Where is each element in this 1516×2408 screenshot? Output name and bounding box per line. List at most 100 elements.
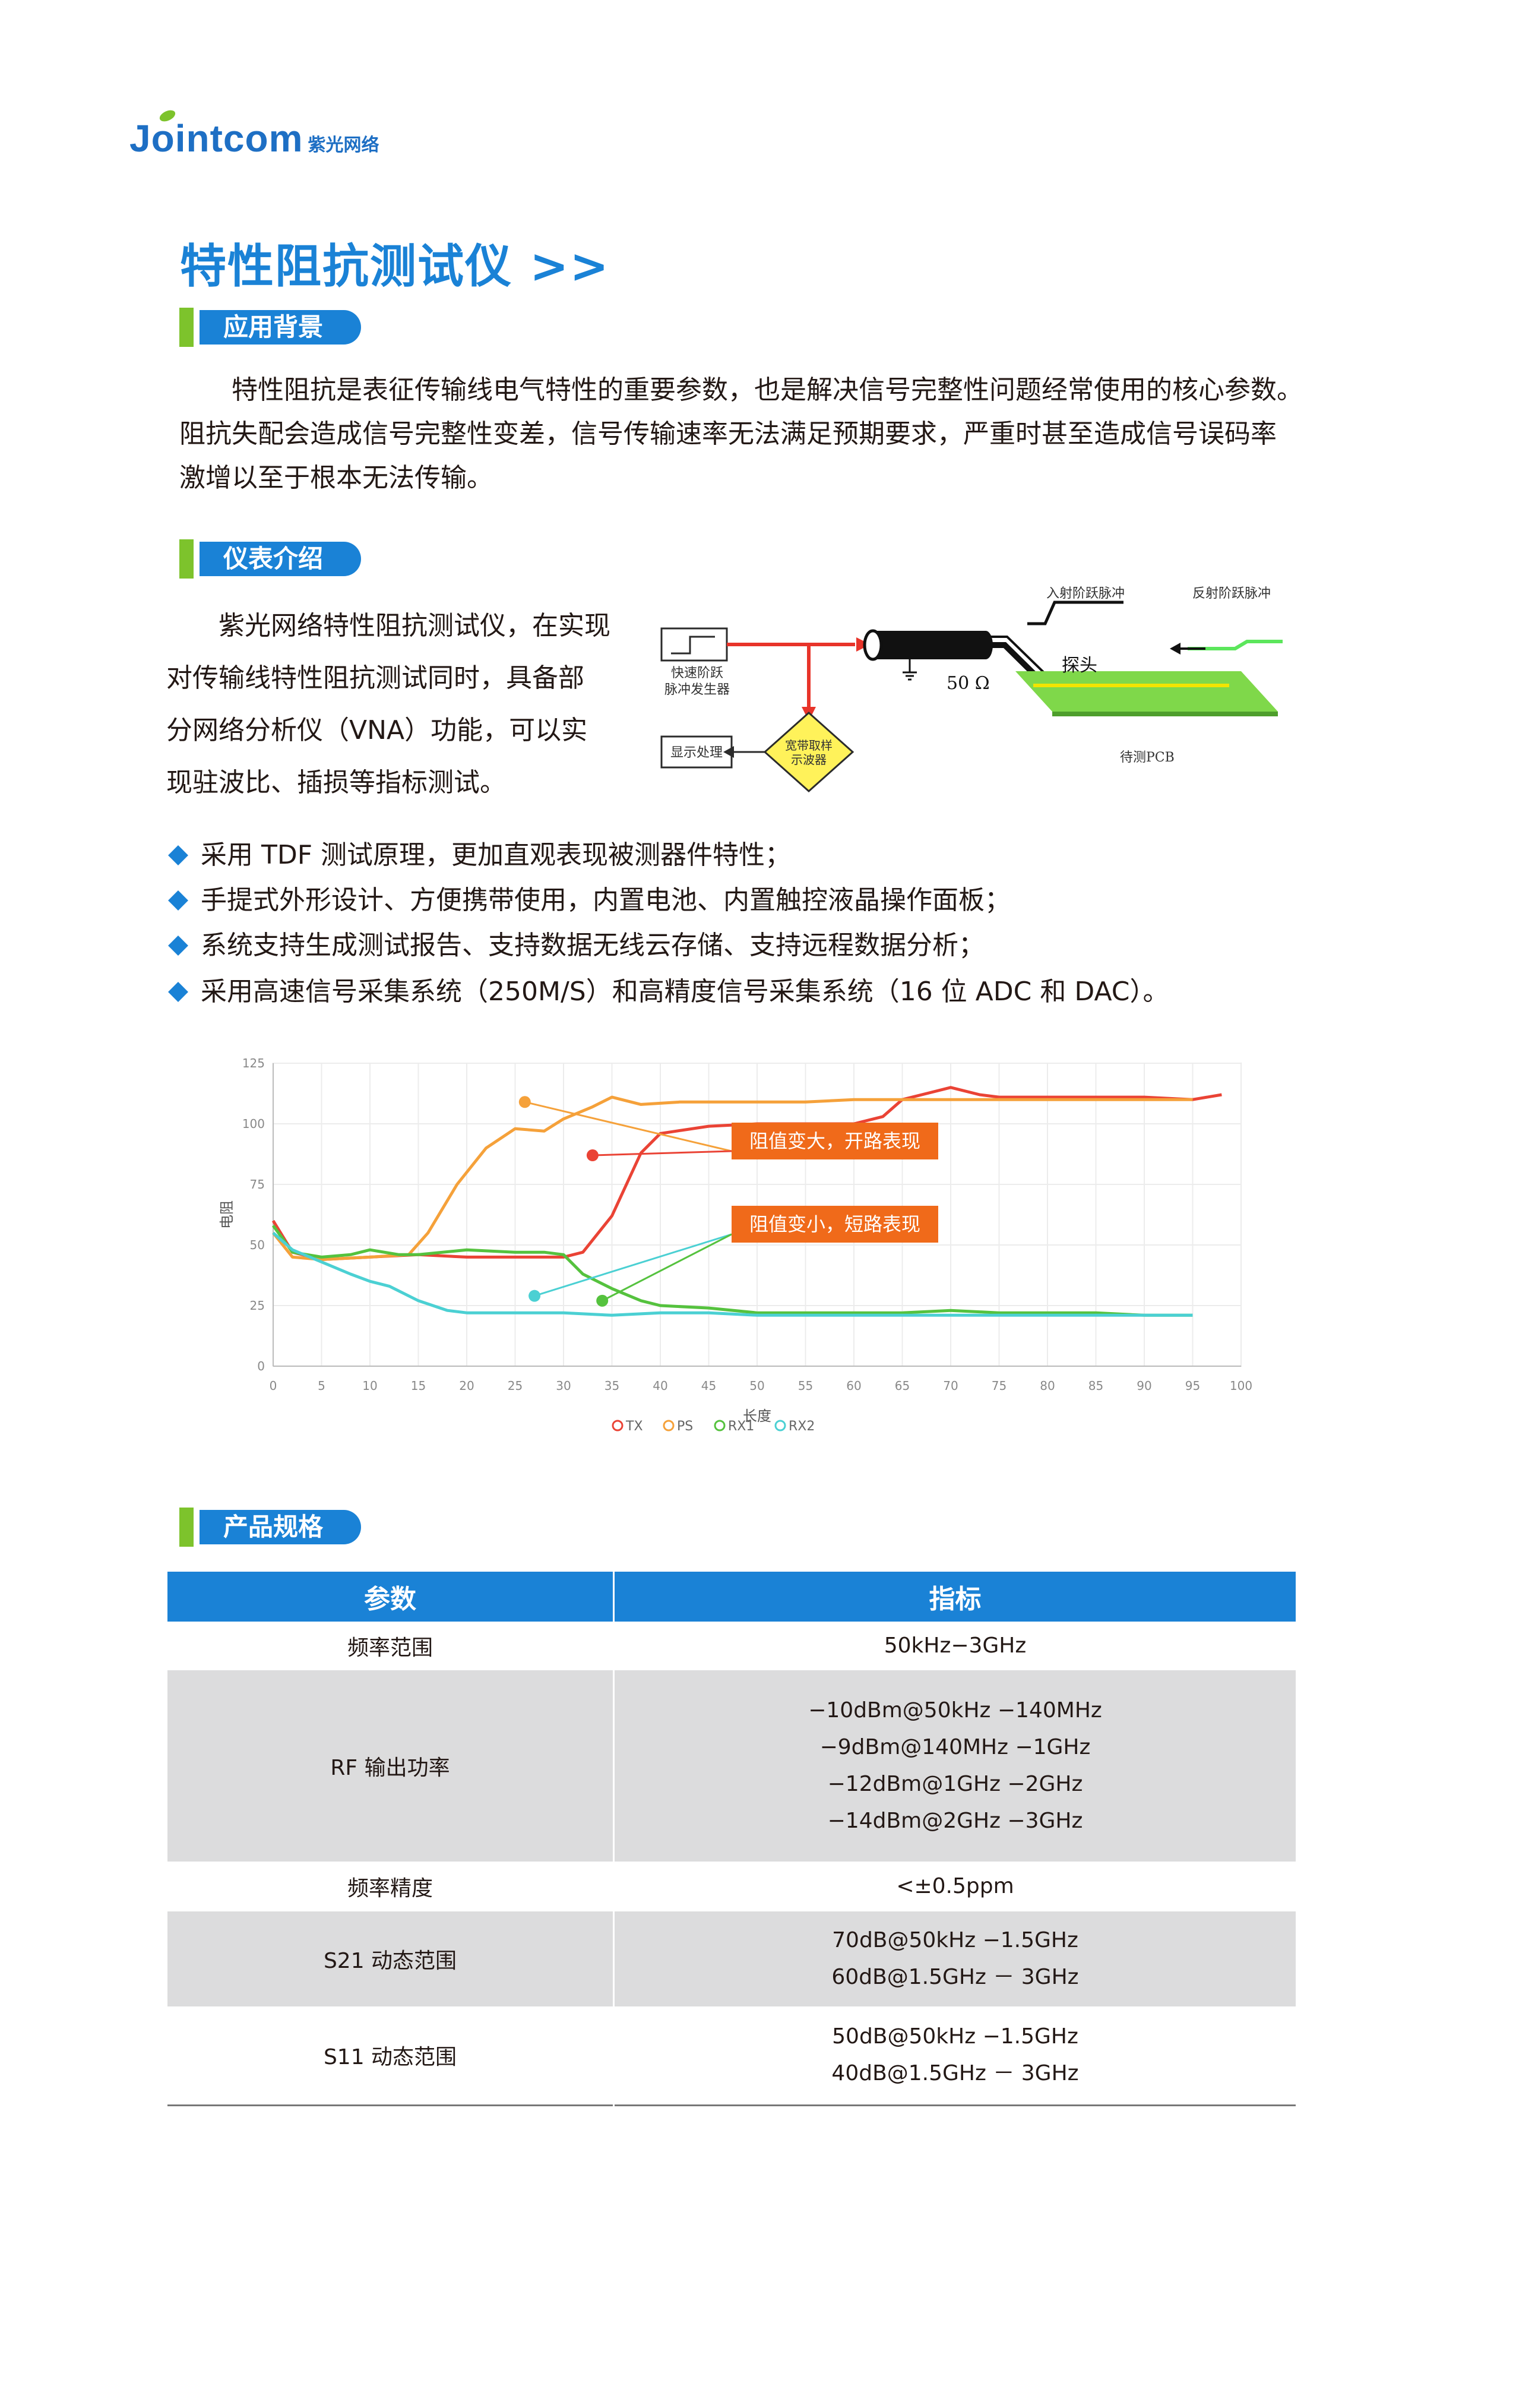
y-tick-label: 25 <box>250 1298 265 1313</box>
y-tick-label: 125 <box>242 1056 265 1070</box>
annotation-marker <box>518 1096 531 1108</box>
pcb-board: 探头 待测PCB <box>1015 655 1278 765</box>
value-line: <±0.5ppm <box>896 1874 1014 1898</box>
table-row: 频率精度 <±0.5ppm <box>167 1862 1296 1911</box>
x-tick-label: 35 <box>604 1379 619 1393</box>
scope-label-2: 示波器 <box>791 753 827 767</box>
x-tick-label: 75 <box>992 1379 1007 1393</box>
legend-label: RX1 <box>728 1419 754 1434</box>
arrow-left-icon <box>1170 643 1180 655</box>
tdr-diagram: 快速阶跃 脉冲发生器 显示处理 宽带取样 示波器 50 Ω 入射阶跃脉冲 反射阶… <box>660 586 1283 793</box>
display-label: 显示处理 <box>670 745 723 760</box>
background-line: 激增以至于根本无法传输。 <box>179 463 493 493</box>
scope-label-1: 宽带取样 <box>785 738 833 753</box>
x-tick-label: 55 <box>798 1379 813 1393</box>
section-heading-label: 仪表介绍 <box>200 542 362 576</box>
series-line-rx2 <box>272 1231 1193 1317</box>
column-header-param: 参数 <box>167 1572 615 1622</box>
x-tick-label: 30 <box>556 1379 571 1393</box>
value-cell: 70dB@50kHz −1.5GHz 60dB@1.5GHz － 3GHz <box>613 1911 1296 2006</box>
annotation-leader-line <box>592 1150 732 1156</box>
intro-line: 分网络分析仪（VNA）功能，可以实 <box>166 715 588 745</box>
brand-logo: Jointcom 紫光网络 <box>129 116 379 157</box>
pulse-generator: 快速阶跃 脉冲发生器 <box>660 627 730 697</box>
series-line-rx1 <box>271 1224 1193 1317</box>
feature-item: 系统支持生成测试报告、支持数据无线云存储、支持远程数据分析； <box>167 928 985 963</box>
x-tick-label: 10 <box>362 1379 377 1393</box>
table-header-row: 参数 指标 <box>167 1572 1296 1622</box>
bullet-diamond-icon <box>168 936 188 956</box>
series-line-ps <box>272 1095 1193 1261</box>
generator-label-2: 脉冲发生器 <box>664 682 730 697</box>
incident-pulse-icon <box>1027 601 1123 625</box>
x-tick-label: 65 <box>895 1379 910 1393</box>
value-line: −12dBm@1GHz −2GHz <box>827 1772 1083 1796</box>
intro-line: 现驻波比、插损等指标测试。 <box>166 767 506 798</box>
callout-open-circuit: 阻值变大，开路表现 <box>732 1123 939 1159</box>
y-axis-label: 电阻 <box>219 1200 235 1229</box>
bullet-diamond-icon <box>168 890 188 911</box>
param-cell: 频率范围 <box>167 1622 615 1670</box>
x-tick-label: 100 <box>1230 1379 1252 1393</box>
impedance-label: 50 Ω <box>947 673 990 694</box>
section-heading-background: 应用背景 <box>179 308 362 347</box>
spec-table: 参数 指标 频率范围 50kHz−3GHz RF 输出功率 −10dBm@50k… <box>167 1572 1296 2106</box>
logo-wordmark: Jointcom <box>129 117 303 160</box>
intro-line: 紫光网络特性阻抗测试仪，在实现 <box>219 611 610 641</box>
table-row: S11 动态范围 50dB@50kHz −1.5GHz 40dB@1.5GHz … <box>167 2006 1296 2105</box>
logo-chinese-name: 紫光网络 <box>308 135 379 156</box>
probe-label: 探头 <box>1062 655 1097 676</box>
value-cell: −10dBm@50kHz −140MHz −9dBm@140MHz −1GHz … <box>613 1670 1296 1862</box>
annotation-marker <box>528 1290 541 1302</box>
x-axis-label: 长度 <box>743 1408 771 1424</box>
x-tick-label: 90 <box>1137 1379 1151 1393</box>
param-cell: 频率精度 <box>167 1862 615 1911</box>
feature-text: 采用高速信号采集系统（250M/S）和高精度信号采集系统（16 位 ADC 和 … <box>201 977 1169 1007</box>
param-cell: S11 动态范围 <box>167 2006 615 2105</box>
annotation-leader-line <box>602 1233 732 1302</box>
legend-marker <box>663 1420 675 1431</box>
bullet-diamond-icon <box>168 982 188 1002</box>
value-line: 50dB@50kHz −1.5GHz <box>832 2024 1078 2049</box>
x-tick-label: 95 <box>1185 1379 1200 1393</box>
background-line: 特性阻抗是表征传输线电气特性的重要参数，也是解决信号完整性问题经常使用的核心参数… <box>232 375 1303 405</box>
x-tick-label: 20 <box>459 1379 474 1393</box>
y-tick-label: 75 <box>250 1177 265 1192</box>
ground-icon <box>903 671 917 681</box>
param-cell: RF 输出功率 <box>167 1670 615 1862</box>
value-cell: 50dB@50kHz −1.5GHz 40dB@1.5GHz － 3GHz <box>614 2006 1296 2105</box>
legend-label: PS <box>677 1419 693 1434</box>
incident-pulse-label: 入射阶跃脉冲 <box>1046 586 1125 601</box>
value-cell: <±0.5ppm <box>614 1862 1296 1911</box>
x-tick-label: 80 <box>1040 1379 1055 1393</box>
x-tick-label: 60 <box>846 1379 861 1393</box>
legend-marker <box>714 1420 726 1431</box>
x-tick-label: 50 <box>749 1379 764 1393</box>
legend-label: TX <box>625 1419 643 1434</box>
annotation-leader-line <box>524 1101 732 1152</box>
intro-paragraph: 紫光网络特性阻抗测试仪，在实现 对传输线特性阻抗测试同时，具备部 分网络分析仪（… <box>166 600 629 809</box>
intro-line: 对传输线特性阻抗测试同时，具备部 <box>166 663 584 693</box>
legend-marker <box>774 1420 786 1431</box>
sampling-oscilloscope: 宽带取样 示波器 <box>763 711 854 793</box>
x-tick-label: 45 <box>701 1379 716 1393</box>
page-title: 特性阻抗测试仪 >> <box>180 240 610 293</box>
section-heading-label: 产品规格 <box>200 1510 362 1544</box>
step-pulse-icon <box>671 636 715 655</box>
feature-item: 采用高速信号采集系统（250M/S）和高精度信号采集系统（16 位 ADC 和 … <box>167 974 1169 1010</box>
value-line: −10dBm@50kHz −140MHz <box>808 1698 1102 1723</box>
section-heading-label: 应用背景 <box>200 310 362 345</box>
feature-text: 系统支持生成测试报告、支持数据无线云存储、支持远程数据分析； <box>201 930 985 960</box>
y-tick-label: 100 <box>242 1117 265 1131</box>
feature-text: 手提式外形设计、方便携带使用，内置电池、内置触控液晶操作面板； <box>201 885 1011 915</box>
section-heading-intro: 仪表介绍 <box>179 539 362 579</box>
x-tick-label: 15 <box>411 1379 426 1393</box>
reflected-pulse-label: 反射阶跃脉冲 <box>1192 586 1271 601</box>
callout-short-circuit: 阻值变小，短路表现 <box>732 1206 939 1243</box>
value-line: 50kHz−3GHz <box>884 1633 1027 1658</box>
column-header-value: 指标 <box>613 1572 1296 1622</box>
section-marker <box>179 308 194 347</box>
feature-item: 采用 TDF 测试原理，更加直观表现被测器件特性； <box>167 838 791 873</box>
